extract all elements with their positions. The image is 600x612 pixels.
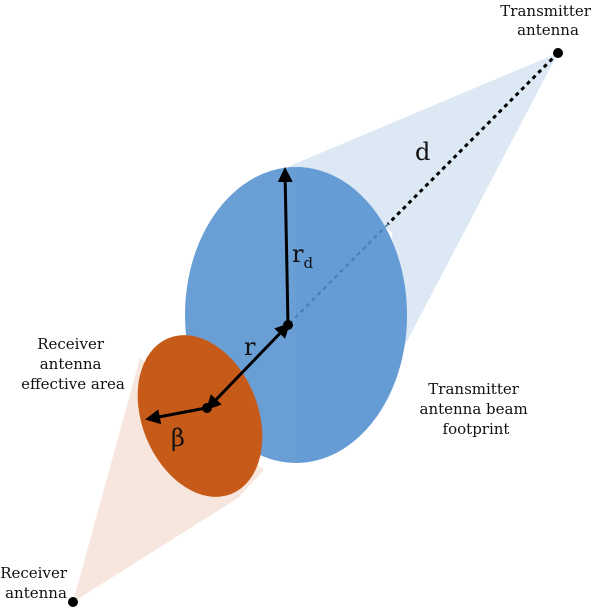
receiver-beam-cone: [73, 358, 264, 602]
transmitter-antenna-point: [553, 48, 563, 58]
transmitter-antenna-label: Transmitter antenna: [500, 2, 595, 39]
rd-arrow: [277, 167, 293, 326]
footprint-center-point: [283, 320, 293, 330]
receiver-effective-area-label: Receiver antenna effective area: [21, 335, 125, 393]
transmitter-beam-cone: [285, 53, 558, 232]
footprint-shading: [296, 167, 407, 463]
beta-arrow: [145, 406, 207, 425]
transmitter-beam-footprint-label: Transmitter antenna beam footprint: [420, 380, 533, 438]
beta-label: β: [171, 424, 185, 452]
receiver-antenna-point: [68, 597, 78, 607]
radius-rd-label: rd: [292, 240, 313, 272]
distance-line-d: [386, 51, 560, 226]
receiver-antenna-label: Receiver antenna: [0, 564, 72, 602]
radius-r-label: r: [244, 333, 256, 361]
distance-d-label: d: [415, 138, 430, 166]
receiver-center-point: [202, 403, 212, 413]
r-arrow: [205, 322, 291, 411]
